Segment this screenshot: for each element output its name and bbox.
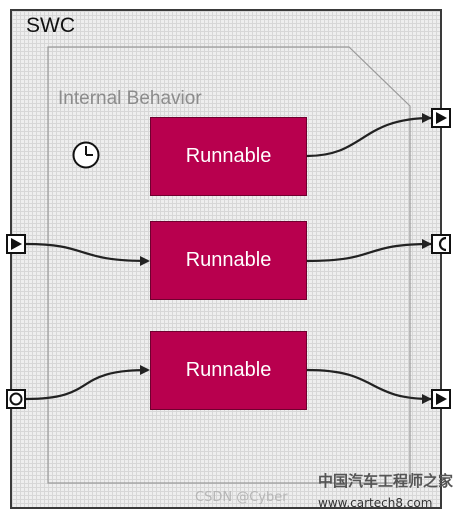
connector-runnable3-to-port-right3 [306,368,433,401]
arrowhead-right3 [422,394,432,404]
connector-port-left2-to-runnable3 [25,368,149,401]
runnable-label: Runnable [185,249,272,271]
port-left-1[interactable] [6,234,26,254]
runnable-3[interactable]: Runnable [150,331,307,410]
half-circle-port-icon [438,236,447,252]
runnable-label: Runnable [185,145,272,167]
arrowhead-right1 [422,113,432,123]
watermark-csdn: CSDN @Cyber [195,490,288,505]
circle-port-icon [9,392,23,406]
runnable-2[interactable]: Runnable [150,221,307,300]
internal-behavior-container [47,46,411,484]
connector-runnable2-to-port-right2 [306,242,433,263]
provide-arrow-icon [436,393,447,405]
arrowhead-runnable2 [140,256,150,266]
connector-port-left1-to-runnable2 [25,242,149,263]
internal-behavior-label: Internal Behavior [58,88,202,109]
watermark-url: www.cartech8.com [318,496,433,510]
port-right-1[interactable] [431,108,451,128]
arrowhead-runnable3 [140,365,150,375]
port-left-2[interactable] [6,389,26,409]
connector-runnable1-to-port-right1 [306,116,433,158]
clock-icon [72,141,100,169]
watermark-chinese: 中国汽车工程师之家 [318,472,454,490]
port-right-3[interactable] [431,389,451,409]
runnable-label: Runnable [185,359,272,381]
provide-arrow-icon [436,112,447,124]
arrowhead-right2 [422,239,432,249]
provide-arrow-icon [11,238,22,250]
swc-title: SWC [26,14,75,37]
port-right-2[interactable] [431,234,451,254]
runnable-1[interactable]: Runnable [150,117,307,196]
